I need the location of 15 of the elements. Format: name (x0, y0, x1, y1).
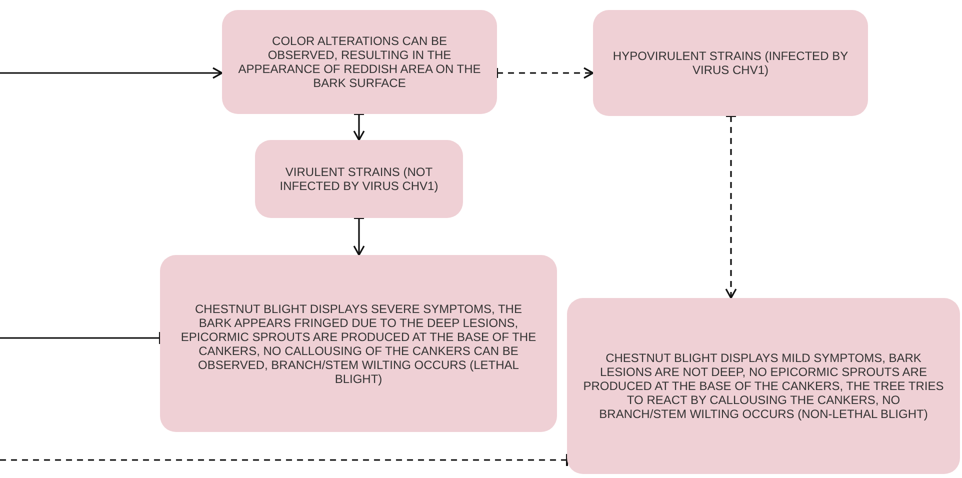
arrow (353, 113, 365, 141)
arrow (353, 217, 365, 256)
process-box (160, 255, 557, 432)
box-text: HYPOVIRULENT STRAINS (INFECTED BY VIRUS CHV1) (612, 49, 850, 77)
box-text: COLOR ALTERATIONS CAN BE OBSERVED, RESULTING IN THE APPEARANCE OF REDDISH AREA ON THE BARK SURFACE (238, 34, 481, 90)
process-box (255, 140, 463, 218)
arrow (725, 115, 737, 299)
process-box (222, 10, 497, 114)
box-text: CHESTNUT BLIGHT DISPLAYS SEVERE SYMPTOMS, THE BARK APPEARS FRINGED DUE TO THE DEEP LESIONS, EPICORMIC SPROUTS ARE PRODUCED AT THE BASE OF THE CANKERS, NO CALLOUSING OF THE CANKERS CAN BE OBSERVED, BRANCH/STEM WILTING OCCURS (LETHAL BLIGHT) (180, 302, 537, 386)
arrow (0, 67, 223, 79)
arrow (496, 67, 594, 79)
process-box (567, 298, 960, 474)
box-text: VIRULENT STRAINS (NOT INFECTED BY VIRUS CHV1) (278, 165, 440, 193)
box-text: CHESTNUT BLIGHT DISPLAYS MILD SYMPTOMS, BARK LESIONS ARE NOT DEEP, NO EPICORMIC SPROUTS ARE PRODUCED AT THE BASE OF THE CANKERS, THE TREE TRIES TO REACT BY CALLOUSING THE CANKERS, NO BRANCH/STEM WILTING OCCURS (NON-LETHAL BLIGHT) (583, 351, 944, 421)
process-box (593, 10, 868, 116)
